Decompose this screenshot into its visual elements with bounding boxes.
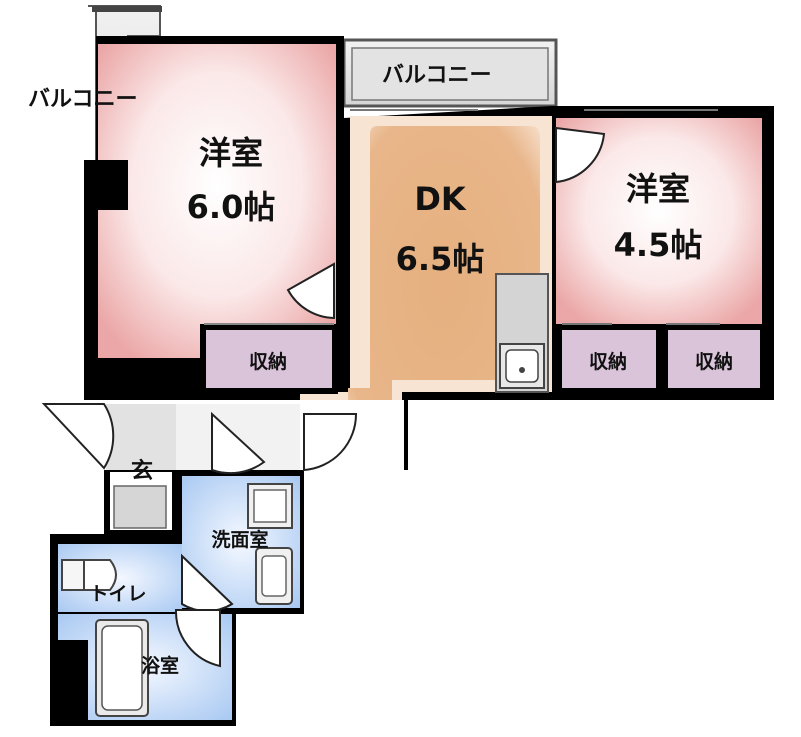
storage-west [200,323,338,394]
room-dk [300,116,552,462]
washroom-label: 洗面室 [211,528,268,551]
balcony-top-label: バルコニー [382,63,492,88]
storage-east-2 [662,324,766,394]
storage-east-1 [556,324,660,394]
room-west-bedroom [96,44,336,358]
room-bathroom [58,614,232,720]
entrance-area [104,470,176,534]
room-east-name: 洋室 [626,170,690,208]
balcony-left-label: バルコニー [28,87,138,112]
storage-east-1-label: 収納 [589,350,627,373]
room-west-size: 6.0帖 [187,188,276,226]
room-dk-name: DK [414,180,467,218]
bathroom-label: 浴室 [141,654,179,677]
room-toilet [58,544,182,612]
room-east-size: 4.5帖 [614,226,703,264]
room-dk-size: 6.5帖 [396,240,485,278]
storage-east-2-label: 収納 [695,350,733,373]
window-tracks [350,109,720,325]
door-swings [41,126,606,668]
room-west-name: 洋室 [199,134,263,172]
kitchen-counter [495,273,549,393]
entrance-label: 玄 [131,458,153,484]
storage-west-label: 収納 [249,350,287,373]
toilet-label: トイレ [89,583,146,605]
